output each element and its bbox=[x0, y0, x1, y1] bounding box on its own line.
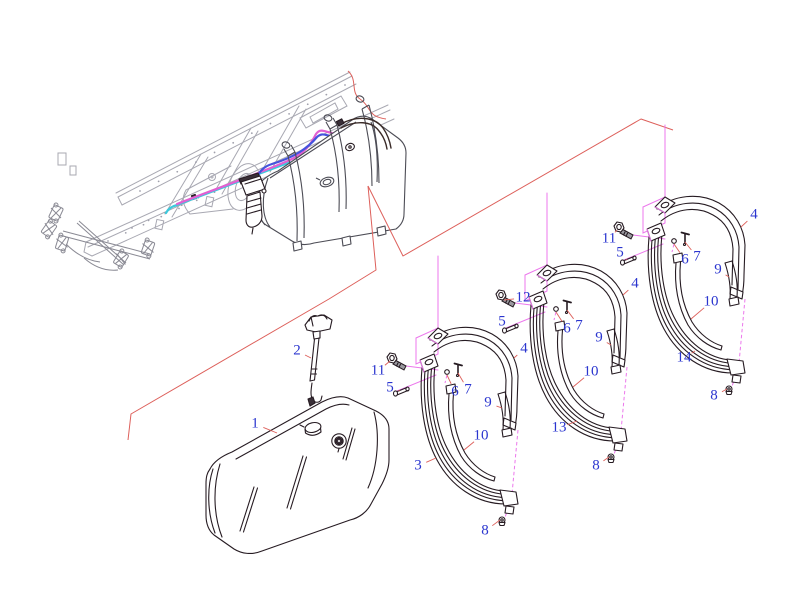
callout-leader-14 bbox=[691, 350, 696, 354]
callout-leader-4 bbox=[513, 354, 518, 359]
rivet bbox=[250, 132, 253, 135]
rivet bbox=[213, 151, 216, 154]
callout-leader-12 bbox=[503, 298, 515, 301]
callout-leader-5 bbox=[626, 259, 628, 261]
callout-leader-9 bbox=[606, 342, 612, 346]
callout-label-10: 10 bbox=[584, 363, 599, 379]
callout-label-4: 4 bbox=[520, 340, 528, 356]
rivet bbox=[147, 219, 150, 222]
callout-label-6: 6 bbox=[681, 251, 689, 267]
callout-label-6: 6 bbox=[451, 383, 459, 399]
callout-leader-13 bbox=[567, 420, 578, 426]
rivet bbox=[176, 170, 179, 173]
tank-fitting bbox=[345, 142, 355, 152]
rivet bbox=[306, 103, 309, 106]
callout-label-8: 8 bbox=[710, 387, 718, 403]
filler-pipe-part2 bbox=[304, 314, 333, 425]
callout-leader-11 bbox=[384, 360, 391, 366]
callout-leader-8 bbox=[721, 388, 728, 393]
callout-label-7: 7 bbox=[693, 248, 701, 264]
callout-label-11: 11 bbox=[371, 362, 385, 378]
callout-label-9: 9 bbox=[484, 394, 492, 410]
callout-leader-6 bbox=[446, 374, 452, 385]
callout-leader-9 bbox=[725, 274, 730, 278]
callout-label-7: 7 bbox=[575, 317, 583, 333]
callout-leader-10 bbox=[572, 377, 585, 388]
rivet bbox=[160, 215, 163, 218]
callout-label-3: 3 bbox=[414, 457, 422, 473]
tank-sender-flange bbox=[331, 433, 347, 453]
rivet bbox=[232, 141, 235, 144]
rivet bbox=[142, 223, 145, 226]
callout-leader-1 bbox=[263, 426, 278, 434]
callout-label-9: 9 bbox=[595, 329, 603, 345]
callout-label-12: 12 bbox=[516, 289, 531, 305]
mounted-tank-filler-cap bbox=[319, 176, 335, 188]
callout-leader-6 bbox=[673, 243, 681, 253]
callout-label-11: 11 bbox=[602, 230, 616, 246]
callout-label-5: 5 bbox=[498, 313, 506, 329]
callout-label-6: 6 bbox=[563, 320, 571, 336]
callout-label-10: 10 bbox=[704, 293, 719, 309]
callout-leader-7 bbox=[684, 241, 692, 251]
rivet bbox=[344, 84, 346, 86]
callout-leader-4 bbox=[740, 220, 748, 228]
callout-label-1: 1 bbox=[251, 415, 259, 431]
fuel-hose bbox=[340, 117, 392, 149]
callout-leader-4 bbox=[622, 289, 629, 296]
callout-leader-10 bbox=[463, 441, 475, 451]
callout-leader-11 bbox=[614, 229, 618, 233]
callout-leader-7 bbox=[566, 309, 574, 320]
rivet bbox=[269, 122, 272, 125]
callout-label-14: 14 bbox=[677, 349, 693, 365]
callout-leader-8 bbox=[603, 456, 610, 462]
callout-leader-10 bbox=[690, 307, 705, 320]
fuel-filter bbox=[238, 172, 267, 235]
callout-label-7: 7 bbox=[464, 381, 472, 397]
rivet bbox=[157, 180, 160, 183]
rivet bbox=[178, 207, 180, 210]
rivet bbox=[195, 161, 197, 163]
rivet bbox=[107, 240, 109, 242]
fuel-tank-part1 bbox=[205, 396, 390, 554]
mounted-tank-straps bbox=[281, 95, 387, 252]
frame-break-line bbox=[347, 70, 387, 120]
mounted-fuel-tank bbox=[257, 95, 407, 252]
tank-filler-port bbox=[299, 421, 322, 436]
callout-label-4: 4 bbox=[631, 275, 639, 291]
rivet bbox=[139, 190, 141, 192]
callout-leader-9 bbox=[496, 405, 503, 409]
callout-label-2: 2 bbox=[293, 342, 301, 358]
callout-leader-8 bbox=[491, 519, 501, 527]
detail-leader-rays bbox=[127, 118, 674, 441]
rivet bbox=[195, 199, 198, 202]
callout-label-4: 4 bbox=[750, 206, 758, 222]
callout-label-5: 5 bbox=[386, 379, 394, 395]
callout-label-13: 13 bbox=[552, 419, 567, 435]
callout-leader-3 bbox=[426, 457, 437, 463]
callout-label-8: 8 bbox=[592, 457, 600, 473]
callout-label-10: 10 bbox=[474, 427, 489, 443]
callout-label-9: 9 bbox=[714, 261, 722, 277]
rivet bbox=[180, 204, 183, 207]
callout-leader-2 bbox=[304, 354, 312, 359]
rivet bbox=[131, 227, 133, 229]
rivet bbox=[124, 231, 127, 234]
callout-label-8: 8 bbox=[481, 522, 489, 538]
rivet bbox=[288, 113, 290, 115]
front-axles bbox=[39, 202, 157, 271]
callout-label-5: 5 bbox=[616, 244, 624, 260]
callout-leader-6 bbox=[555, 311, 563, 322]
rivet bbox=[325, 93, 328, 96]
callout-leader-7 bbox=[457, 372, 464, 383]
